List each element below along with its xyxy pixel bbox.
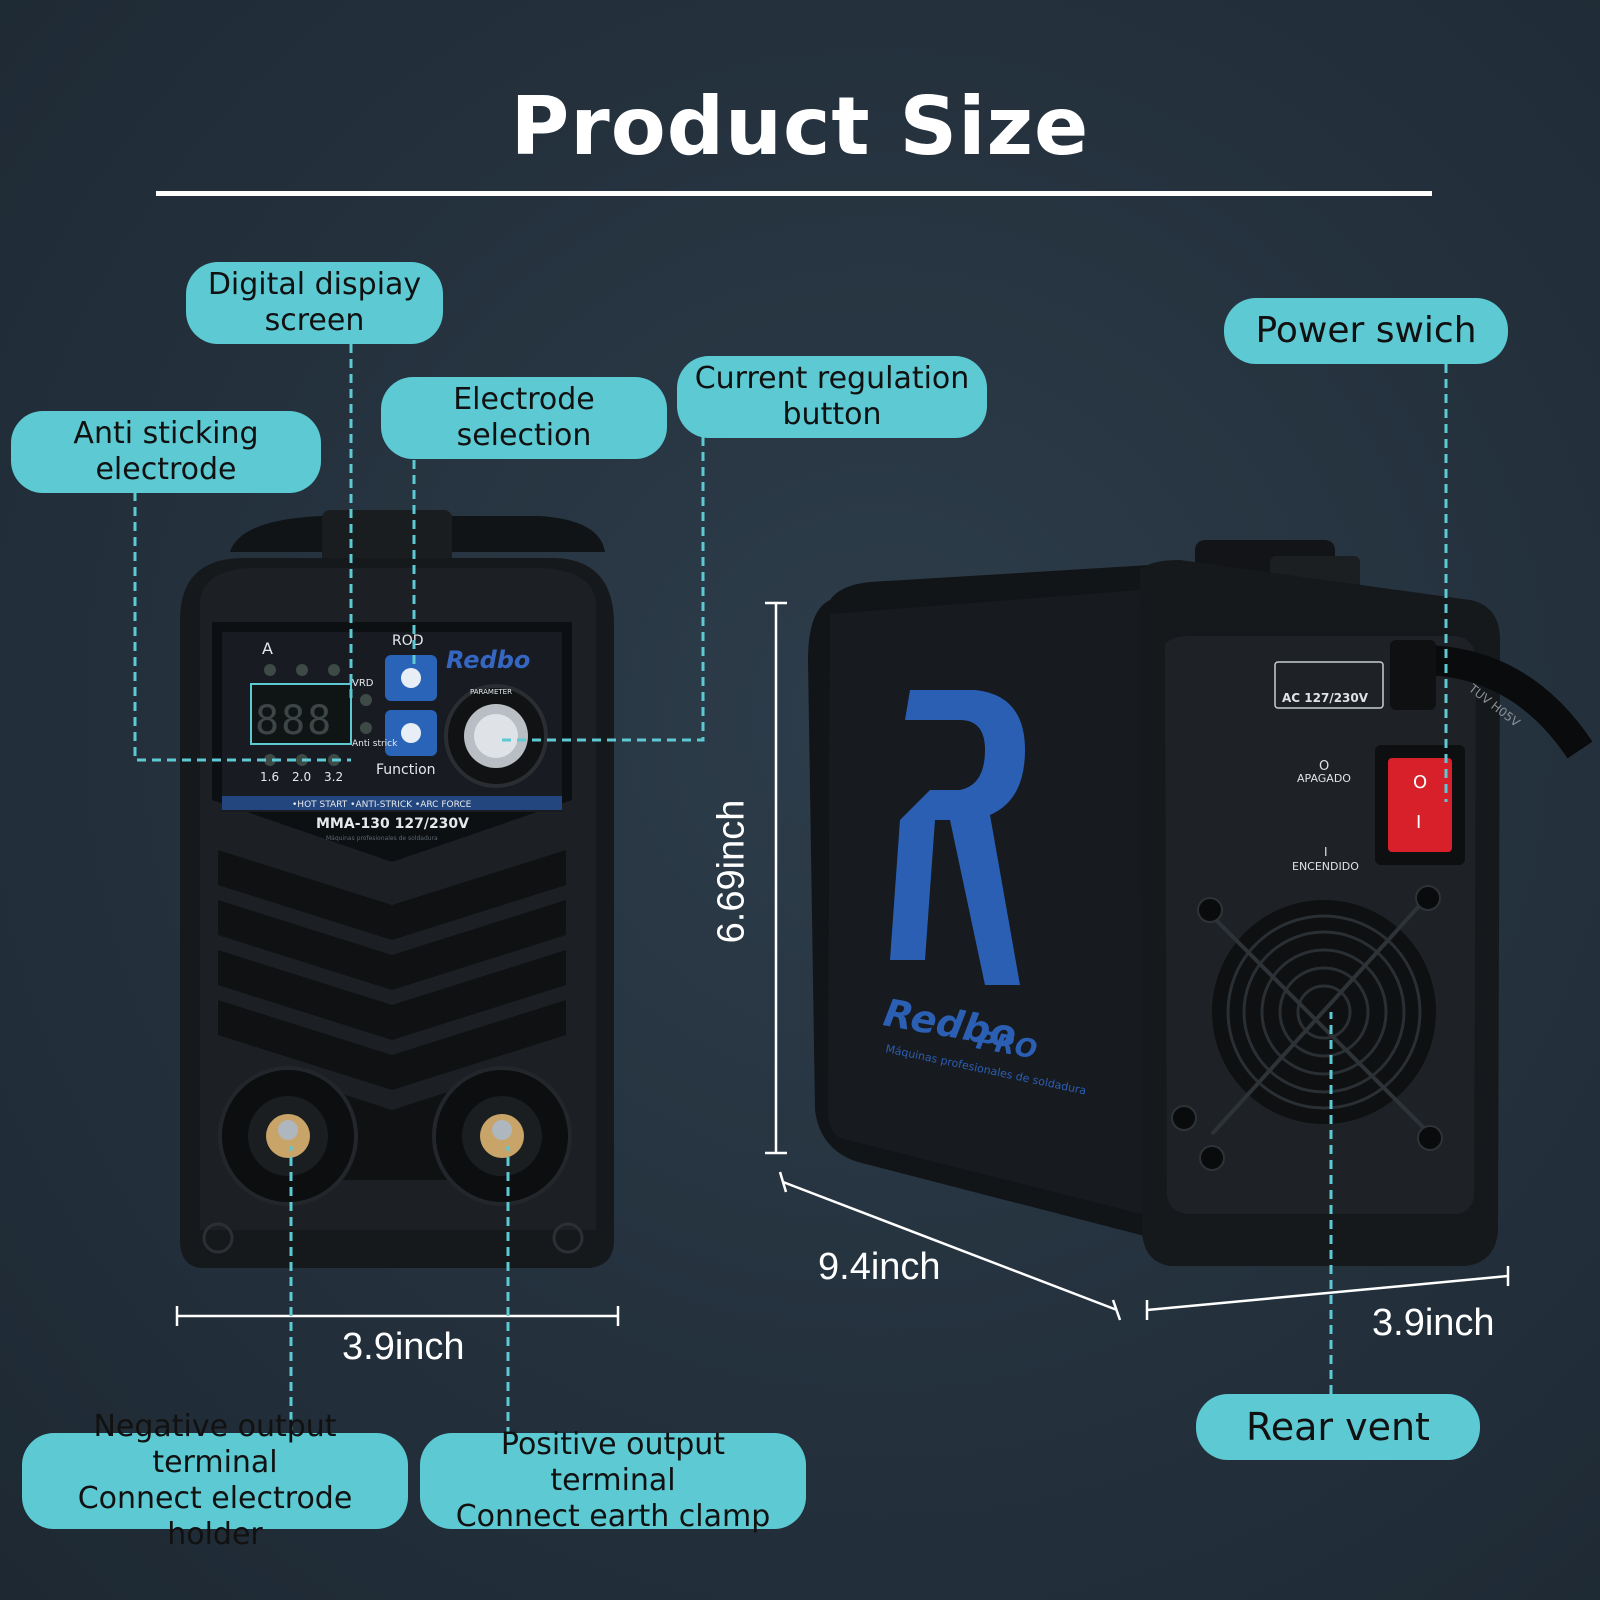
side-width-dimension: 3.9inch	[1372, 1302, 1495, 1344]
display-digits: 888	[255, 698, 333, 744]
power-switch	[1388, 758, 1452, 852]
off-label: APAGADO	[1297, 772, 1351, 785]
label-positive-terminal: Positive output terminal Connect earth c…	[420, 1427, 806, 1534]
anti-strick-label: Anti strick	[352, 739, 398, 749]
switch-on-mark: I	[1416, 812, 1421, 833]
rear-logo-r	[890, 690, 1025, 985]
feature-list: •HOT START •ANTI-STRICK •ARC FORCE	[292, 800, 472, 810]
digital-display	[250, 683, 352, 745]
rod-size-2: 2.0	[292, 770, 311, 784]
parameter-label: PARAMETER	[470, 688, 512, 696]
depth-dimension: 9.4inch	[818, 1246, 941, 1288]
front-handle-strap	[322, 510, 452, 572]
label-electrode-selection: Electrode selection	[381, 377, 667, 459]
label-rear-vent: Rear vent	[1196, 1394, 1480, 1460]
side-welder	[808, 540, 1593, 1266]
dimension-lines	[175, 601, 1510, 1326]
on-label: ENCENDIDO	[1292, 860, 1359, 873]
label-negative-terminal: Negative output terminal Connect electro…	[22, 1409, 408, 1552]
label-power-switch: Power swich	[1224, 298, 1508, 364]
rod-label: ROD	[392, 633, 424, 649]
function-label: Function	[376, 762, 436, 778]
title-underline	[156, 191, 1432, 196]
off-symbol: O	[1319, 759, 1329, 774]
rod-size-1: 1.6	[260, 770, 279, 784]
amp-symbol: A	[262, 639, 273, 658]
power-cable	[1419, 645, 1593, 759]
switch-off-mark: O	[1413, 772, 1427, 793]
model-label: MMA-130 127/230V	[316, 816, 469, 832]
label-anti-sticking: Anti sticking electrode	[11, 411, 321, 493]
vrd-label: VRD	[352, 678, 374, 689]
panel-brand: Redbo	[446, 646, 530, 674]
rod-size-3: 3.2	[324, 770, 343, 784]
front-welder	[180, 510, 614, 1268]
label-current-regulation: Current regulation button	[677, 356, 987, 438]
on-symbol: I	[1324, 845, 1328, 859]
callout-leaders	[133, 344, 1448, 1436]
panel-subtitle: Máquinas profesionales de soldadura	[326, 835, 438, 842]
label-digital-display: Digital dispiay screen	[186, 262, 443, 344]
front-width-dimension: 3.9inch	[342, 1326, 465, 1368]
height-dimension: 6.69inch	[710, 799, 753, 944]
page-title: Product Size	[510, 80, 1090, 173]
ac-voltage-label: AC 127/230V	[1282, 691, 1369, 705]
